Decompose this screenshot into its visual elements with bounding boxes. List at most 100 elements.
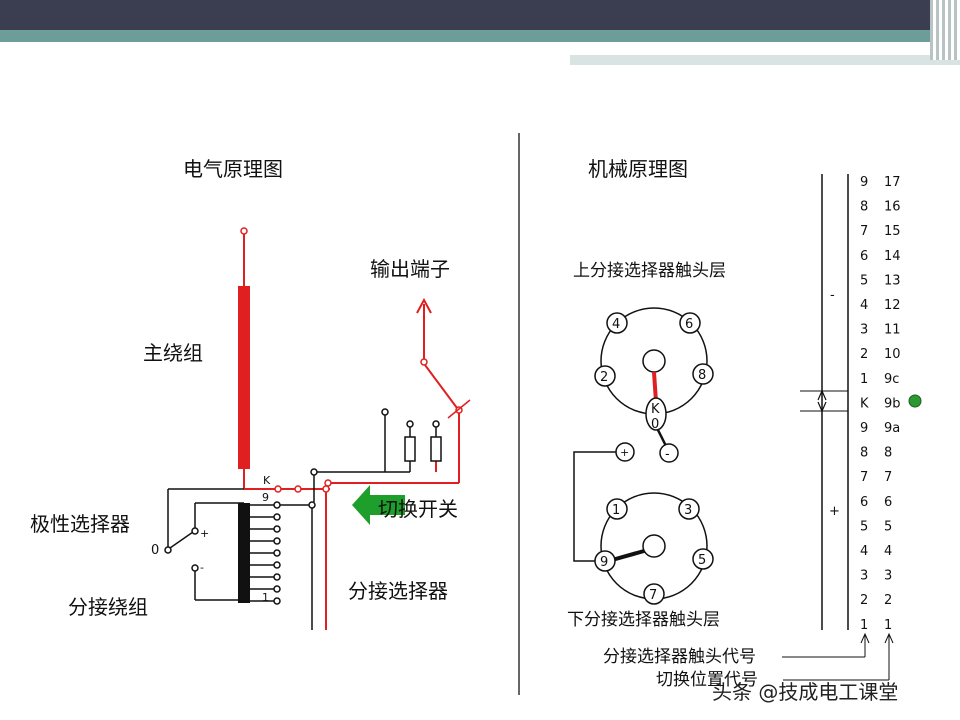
lower-layer-label: 下分接选择器触头层 (567, 610, 720, 630)
scale-contact-value: 9 (860, 175, 868, 190)
scale-contact-value: 7 (860, 470, 868, 485)
polarity-selector-label: 极性选择器 (30, 512, 130, 536)
scale-contact-value: 8 (860, 200, 868, 215)
k-label: K (263, 474, 271, 487)
diverter-red-node (324, 479, 332, 487)
lower-contacts: 1 3 9 5 7 (594, 498, 714, 605)
upper-dial-red-arm (652, 371, 658, 403)
header-white-strip (570, 42, 890, 48)
scale-position-value: 11 (884, 323, 901, 338)
scale-contact-value: 6 (860, 495, 868, 510)
upper-contact-8-label: 8 (698, 368, 706, 383)
scale-position-value: 9a (884, 421, 900, 436)
lower-contact-1-label: 1 (612, 503, 620, 518)
upper-contact-6-label: 6 (685, 317, 693, 332)
watermark: 头条 @技成电工课堂 (712, 680, 899, 704)
scale-position-value: 13 (884, 273, 901, 288)
output-arrow-head (416, 297, 432, 314)
plus-contact-label: + (620, 446, 629, 459)
contact-code-label: 分接选择器触头代号 (603, 647, 756, 667)
main-winding-label: 主绕组 (143, 341, 203, 365)
lower-dial-black-arm (611, 549, 645, 562)
header-stripes (930, 0, 960, 60)
scale-contact-value: 7 (860, 224, 868, 239)
scale-position-value: 8 (884, 446, 892, 461)
lower-contact-7-label: 7 (649, 588, 657, 603)
polarity-arm (169, 531, 194, 549)
diverter-contact-a (381, 408, 389, 416)
scale-contact-value: 5 (860, 519, 868, 534)
scale-position-value: 10 (884, 347, 901, 362)
lower-contact-9 (594, 550, 616, 572)
output-node (420, 358, 428, 366)
resistor-a (404, 436, 416, 462)
upper-contact-8 (692, 363, 714, 385)
header-bar (0, 0, 960, 30)
upper-contact-6 (679, 312, 701, 334)
k-contact-2 (294, 485, 302, 493)
scale-contact-value: 8 (860, 446, 868, 461)
main-winding-top-terminal (240, 227, 248, 235)
header-light-strip (570, 55, 960, 65)
tap-nine-label: 9 (262, 491, 269, 504)
scale-down-arrow (817, 401, 827, 413)
tap-leads (250, 501, 281, 605)
contact-code-arrow (860, 632, 870, 644)
scale-contact-value: 2 (860, 593, 868, 608)
output-terminal-label: 输出端子 (370, 257, 450, 281)
k-contact-k: K (651, 402, 660, 417)
tap-selector-contact (308, 501, 316, 509)
polarity-pivot (164, 546, 172, 554)
polarity-plus-contact (191, 527, 199, 535)
scale-position-value: 9b (884, 396, 901, 411)
tap-one-label: 1 (262, 591, 269, 604)
k-contact-ellipse (645, 397, 667, 431)
lower-contact-9-label: 9 (600, 555, 608, 570)
lower-dial-hub (642, 534, 666, 558)
resistor-b (430, 436, 442, 462)
tap-winding-coil (238, 503, 250, 603)
polarity-minus-contact (191, 564, 199, 572)
k-contact (274, 485, 282, 493)
upper-contacts: 4 6 2 8 (594, 312, 714, 387)
upper-contact-2 (594, 365, 616, 387)
lower-contact-3 (678, 498, 700, 520)
scale-position-value: 4 (884, 544, 892, 559)
scale-contact-value: 4 (860, 298, 868, 313)
diverter-switch-label: 切换开关 (378, 497, 458, 521)
lower-contact-7 (643, 583, 665, 605)
scale-contact-value: K (860, 396, 869, 411)
position-code-arrow (884, 632, 894, 644)
scale-contact-value: 4 (860, 544, 868, 559)
polarity-plus: + (200, 527, 209, 540)
scale-plus-sign: + (829, 504, 840, 519)
scale-contact-value: 2 (860, 347, 868, 362)
scale-position-value: 17 (884, 175, 901, 190)
scale-contact-value: 1 (860, 372, 868, 387)
minus-contact (659, 443, 679, 463)
scale-position-value: 1 (884, 618, 892, 633)
scale-contact-value: 1 (860, 618, 868, 633)
minus-contact-label: - (665, 447, 670, 462)
tap-winding-label: 分接绕组 (68, 595, 148, 619)
scale-contact-value: 9 (860, 421, 868, 436)
polarity-zero: 0 (151, 543, 159, 558)
scale-up-arrow (817, 389, 827, 401)
scale-position-value: 15 (884, 224, 901, 239)
scale-position-value: 6 (884, 495, 892, 510)
scale-contact-value: 5 (860, 273, 868, 288)
scale-contact-value: 3 (860, 323, 868, 338)
upper-contact-4 (606, 312, 628, 334)
mechanical-title: 机械原理图 (588, 157, 688, 181)
scale-position-value: 3 (884, 569, 892, 584)
current-position-indicator (908, 394, 922, 408)
upper-layer-label: 上分接选择器触头层 (573, 261, 726, 281)
tap-selector-label: 分接选择器 (348, 579, 448, 603)
scale-position-value: 12 (884, 298, 901, 313)
diverter-cross-mark (447, 399, 471, 419)
upper-dial-hub (642, 349, 666, 373)
diverter-green-arrow (352, 485, 405, 525)
